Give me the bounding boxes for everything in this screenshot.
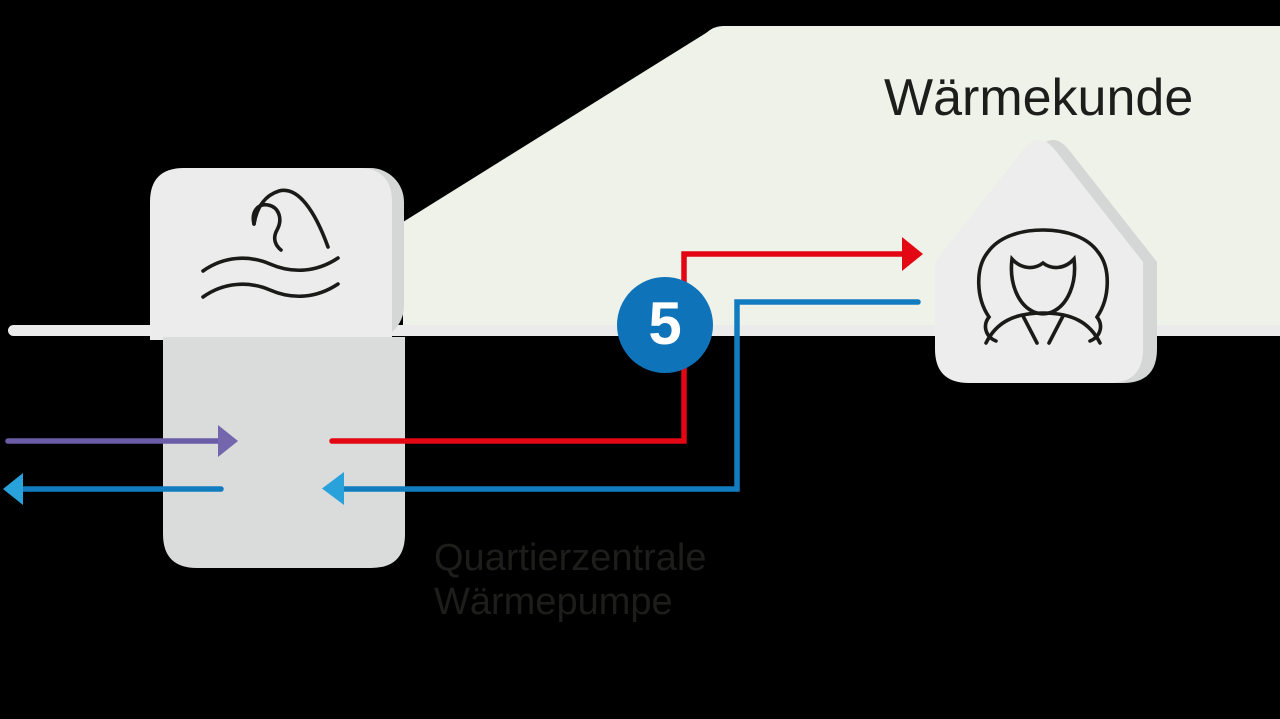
heat-supply-arrowhead [902, 237, 923, 271]
customer-title: Wärmekunde [884, 69, 1194, 127]
step-badge: 5 [617, 277, 713, 373]
heat-return-arrowhead [322, 472, 344, 505]
wave-icon [201, 188, 340, 299]
person-icon [976, 228, 1110, 345]
heat-pump-body [163, 337, 405, 568]
heat-pump-label-line2: Wärmepumpe [434, 581, 673, 623]
heat-pump-top-box [150, 168, 392, 340]
source-return-arrowhead [3, 473, 23, 505]
heat-pump-label-line1: Quartierzentrale [434, 537, 707, 579]
source-return-arrow [3, 473, 224, 505]
heat-pump-label: Quartierzentrale Wärmepumpe [434, 536, 706, 624]
source-supply-arrowhead [218, 425, 238, 457]
source-supply-arrow [5, 425, 238, 457]
heat-return-arrow [322, 299, 921, 505]
step-number: 5 [648, 290, 682, 357]
